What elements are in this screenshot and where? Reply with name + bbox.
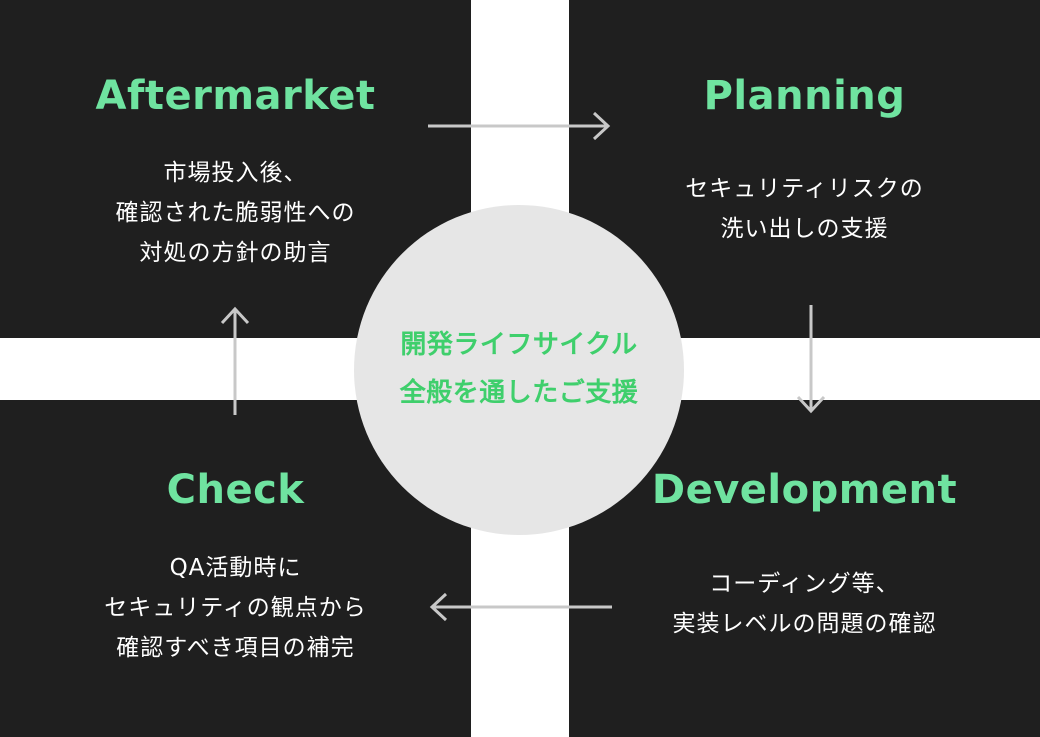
phase-desc-check: QA活動時に セキュリティの観点から 確認すべき項目の補完 <box>0 548 471 668</box>
panel-aftermarket: Aftermarket 市場投入後、 確認された脆弱性への 対処の方針の助言 <box>0 0 471 338</box>
phase-desc-line: 確認すべき項目の補完 <box>116 635 355 661</box>
phase-desc-line: 確認された脆弱性への <box>115 200 356 226</box>
phase-desc-line: 洗い出しの支援 <box>720 216 889 242</box>
center-label: 開発ライフサイクル 全般を通したご支援 <box>354 321 684 417</box>
phase-desc-line: QA活動時に <box>169 555 302 581</box>
phase-title-check: Check <box>166 467 305 513</box>
phase-desc-line: セキュリティの観点から <box>104 595 367 621</box>
center-circle: 開発ライフサイクル 全般を通したご支援 <box>354 205 684 535</box>
phase-desc-development: コーディング等、 実装レベルの問題の確認 <box>569 564 1040 644</box>
phase-desc-line: 実装レベルの問題の確認 <box>672 611 937 637</box>
phase-desc-line: 対処の方針の助言 <box>139 240 332 266</box>
phase-desc-line: セキュリティリスクの <box>685 176 924 202</box>
phase-desc-planning: セキュリティリスクの 洗い出しの支援 <box>569 169 1040 249</box>
arrow-right-icon <box>428 112 612 140</box>
phase-title-planning: Planning <box>703 73 906 119</box>
phase-title-aftermarket: Aftermarket <box>95 73 376 119</box>
arrow-up-icon <box>220 305 250 415</box>
center-label-line: 開発ライフサイクル <box>400 330 638 360</box>
phase-title-development: Development <box>651 467 958 513</box>
phase-desc-aftermarket: 市場投入後、 確認された脆弱性への 対処の方針の助言 <box>0 153 471 273</box>
center-label-line: 全般を通したご支援 <box>399 378 639 408</box>
arrow-down-icon <box>796 305 826 415</box>
phase-desc-line: コーディング等、 <box>709 571 900 597</box>
phase-desc-line: 市場投入後、 <box>163 160 308 186</box>
arrow-left-icon <box>428 592 612 622</box>
